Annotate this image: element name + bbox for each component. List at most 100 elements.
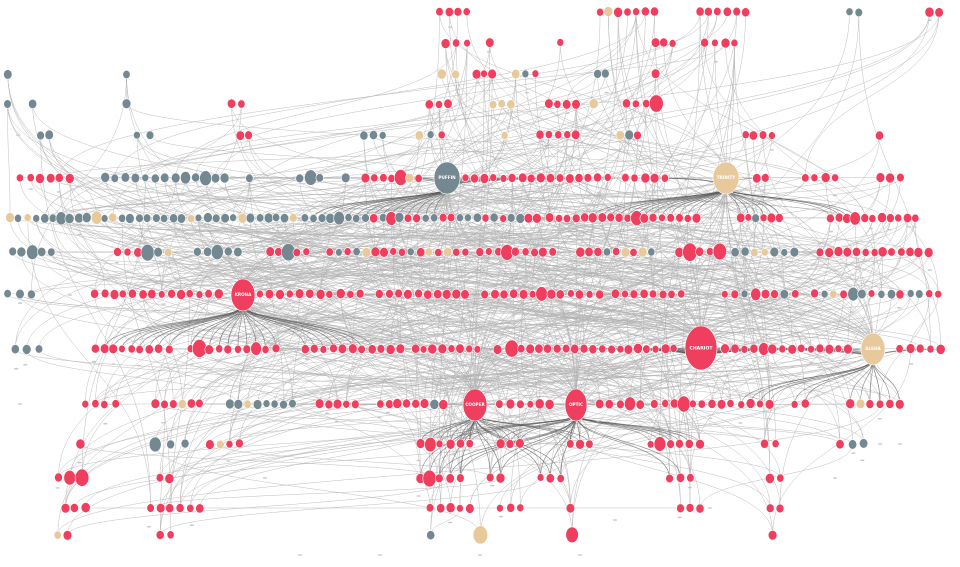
graph-node[interactable]: [630, 173, 639, 183]
graph-node[interactable]: [875, 172, 886, 183]
graph-node[interactable]: [329, 343, 338, 354]
graph-node[interactable]: [423, 289, 433, 300]
graph-node[interactable]: [355, 288, 365, 299]
graph-node[interactable]: [505, 439, 515, 449]
graph-node[interactable]: [571, 99, 581, 110]
graph-node[interactable]: [414, 173, 423, 183]
graph-node[interactable]: [155, 530, 165, 540]
graph-node[interactable]: [535, 129, 545, 140]
graph-node[interactable]: [411, 343, 420, 354]
graph-node[interactable]: [186, 398, 196, 409]
graph-node[interactable]: [403, 213, 413, 223]
graph-node[interactable]: [271, 343, 281, 354]
graph-node[interactable]: [130, 172, 140, 184]
graph-node[interactable]: [913, 246, 924, 258]
graph-node[interactable]: [684, 438, 694, 449]
graph-node[interactable]: [169, 213, 178, 224]
graph-node[interactable]: [603, 173, 612, 182]
graph-node[interactable]: [570, 343, 580, 355]
graph-node[interactable]: [140, 243, 155, 262]
graph-node[interactable]: [53, 530, 62, 540]
graph-node[interactable]: [595, 289, 605, 300]
graph-node[interactable]: [695, 6, 705, 17]
graph-node[interactable]: [860, 213, 870, 223]
graph-node[interactable]: [319, 345, 328, 354]
graph-node[interactable]: [195, 503, 205, 514]
graph-node[interactable]: [642, 344, 651, 354]
graph-node[interactable]: [473, 345, 482, 354]
graph-node[interactable]: [225, 398, 235, 410]
graph-node[interactable]: [185, 289, 194, 299]
graph-node[interactable]: [877, 289, 886, 299]
graph-node[interactable]: [515, 213, 526, 224]
graph-node[interactable]: [369, 130, 378, 140]
graph-node[interactable]: [433, 289, 443, 300]
graph-node[interactable]: [623, 7, 632, 17]
graph-node[interactable]: [275, 289, 285, 300]
graph-node[interactable]: [300, 213, 310, 223]
graph-node[interactable]: [829, 289, 838, 299]
graph-node[interactable]: [176, 213, 186, 224]
graph-node[interactable]: [510, 246, 520, 257]
graph-node[interactable]: [650, 6, 659, 17]
graph-node[interactable]: [530, 247, 539, 258]
graph-node[interactable]: [635, 399, 645, 410]
graph-node[interactable]: [447, 212, 456, 223]
graph-node[interactable]: [402, 398, 411, 409]
graph-node[interactable]: [613, 6, 623, 18]
graph-node[interactable]: [761, 173, 770, 183]
graph-node[interactable]: [186, 503, 195, 513]
graph-node[interactable]: [195, 290, 204, 299]
graph-node[interactable]: [35, 173, 45, 184]
graph-node[interactable]: [660, 343, 671, 354]
graph-node[interactable]: [177, 399, 187, 409]
graph-node[interactable]: [556, 38, 565, 47]
graph-node[interactable]: [865, 399, 875, 409]
graph-node[interactable]: [648, 289, 657, 299]
graph-node[interactable]: [602, 247, 611, 257]
graph-node[interactable]: [456, 473, 465, 483]
graph-node[interactable]: [216, 439, 225, 450]
graph-node[interactable]: [461, 247, 470, 257]
graph-node[interactable]: [842, 246, 852, 258]
graph-node[interactable]: [155, 473, 164, 483]
graph-node[interactable]: [165, 503, 175, 514]
graph-node[interactable]: [148, 436, 162, 453]
graph-node[interactable]: [707, 398, 717, 409]
graph-node[interactable]: [234, 344, 242, 354]
graph-node[interactable]: [760, 288, 771, 300]
graph-node[interactable]: [46, 173, 56, 184]
graph-node[interactable]: [90, 288, 99, 299]
graph-node[interactable]: [465, 344, 474, 354]
graph-node[interactable]: [27, 289, 36, 300]
graph-node[interactable]: [244, 130, 253, 140]
graph-node[interactable]: [620, 247, 631, 258]
graph-node[interactable]: [351, 399, 360, 409]
graph-node[interactable]: [465, 503, 475, 514]
graph-node[interactable]: [250, 341, 262, 356]
graph-node[interactable]: [23, 213, 32, 222]
graph-node[interactable]: [854, 7, 863, 18]
graph-node[interactable]: [621, 173, 630, 183]
graph-node[interactable]: [118, 344, 126, 354]
graph-node[interactable]: [160, 399, 169, 410]
hub-node-optic[interactable]: OPTIC: [564, 388, 588, 422]
graph-node[interactable]: [741, 130, 750, 139]
graph-node[interactable]: [421, 214, 430, 223]
graph-node[interactable]: [730, 38, 739, 48]
graph-node[interactable]: [44, 129, 54, 141]
graph-node[interactable]: [335, 288, 346, 299]
graph-node[interactable]: [429, 398, 440, 410]
graph-node[interactable]: [54, 172, 64, 183]
graph-node[interactable]: [40, 213, 50, 224]
graph-node[interactable]: [475, 247, 485, 257]
graph-node[interactable]: [317, 213, 327, 223]
graph-node[interactable]: [343, 247, 352, 256]
graph-node[interactable]: [422, 469, 437, 488]
graph-node[interactable]: [91, 399, 100, 409]
graph-node[interactable]: [398, 247, 406, 257]
graph-node[interactable]: [668, 39, 677, 48]
graph-node[interactable]: [233, 398, 244, 410]
graph-node[interactable]: [650, 68, 661, 79]
graph-node[interactable]: [676, 503, 685, 514]
